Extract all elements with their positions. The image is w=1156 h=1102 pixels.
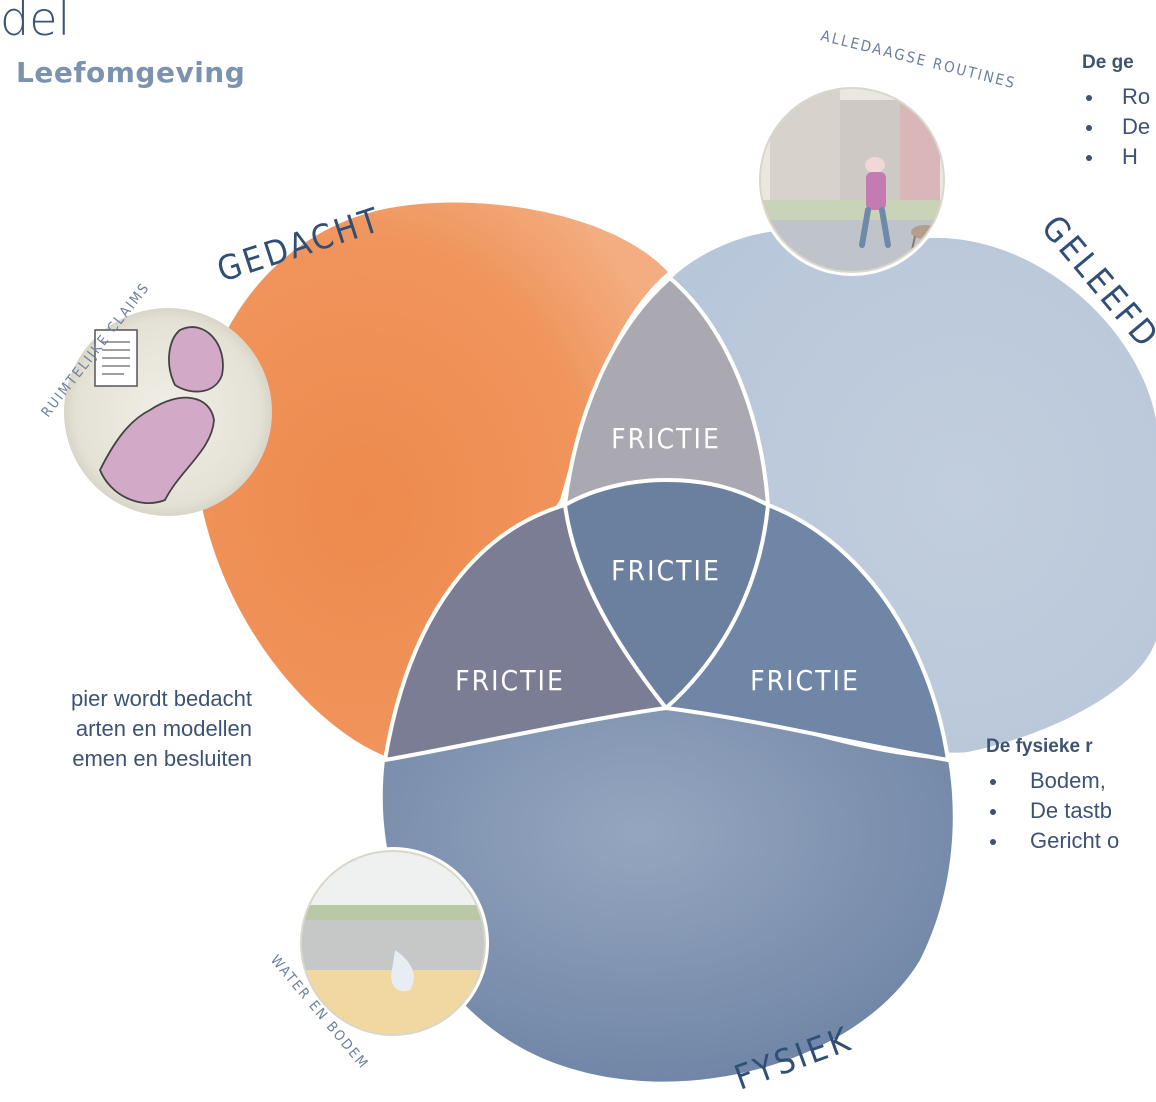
text-block-gedacht: pier wordt bedacht arten en modellen eme… — [0, 684, 252, 774]
overlap-center — [565, 480, 768, 708]
frictie-label-top: FRICTIE — [611, 422, 721, 455]
circle-fysiek — [382, 700, 953, 1082]
text-line: pier wordt bedacht — [71, 686, 252, 711]
page-title: del — [0, 0, 71, 46]
text-line: emen en besluiten — [72, 746, 252, 771]
text-block-heading: De fysieke r — [986, 736, 1093, 757]
frictie-label-center: FRICTIE — [611, 554, 721, 587]
text-block-list: Ro De H — [1082, 82, 1150, 172]
list-item: De — [1082, 112, 1150, 142]
text-block-heading: De ge — [1082, 52, 1134, 73]
list-item: De tastb — [986, 796, 1119, 826]
frictie-label-left: FRICTIE — [455, 664, 565, 697]
list-item: Ro — [1082, 82, 1150, 112]
text-block-geleefd: De ge Ro De H — [1082, 48, 1150, 172]
list-item: Gericht o — [986, 826, 1119, 856]
text-line: arten en modellen — [75, 716, 252, 741]
illustration-water-en-bodem — [297, 847, 489, 1039]
circle-gedacht — [196, 202, 668, 757]
illustration-ruimtelijke-claims — [64, 308, 272, 516]
caption-alledaagse-routines: ALLEDAAGSE ROUTINES — [819, 26, 1018, 92]
boundary-lines — [383, 276, 950, 762]
page-subtitle: Leefomgeving — [16, 56, 246, 89]
text-block-list: Bodem, De tastb Gericht o — [986, 766, 1119, 856]
text-block-fysiek: De fysieke r Bodem, De tastb Gericht o — [986, 732, 1119, 856]
overlap-gedacht-fysiek — [385, 505, 666, 760]
overlap-gedacht-geleefd — [565, 278, 768, 505]
list-item: H — [1082, 142, 1150, 172]
overlap-geleefd-fysiek — [666, 505, 948, 760]
list-item: Bodem, — [986, 766, 1119, 796]
frictie-label-right: FRICTIE — [750, 664, 860, 697]
